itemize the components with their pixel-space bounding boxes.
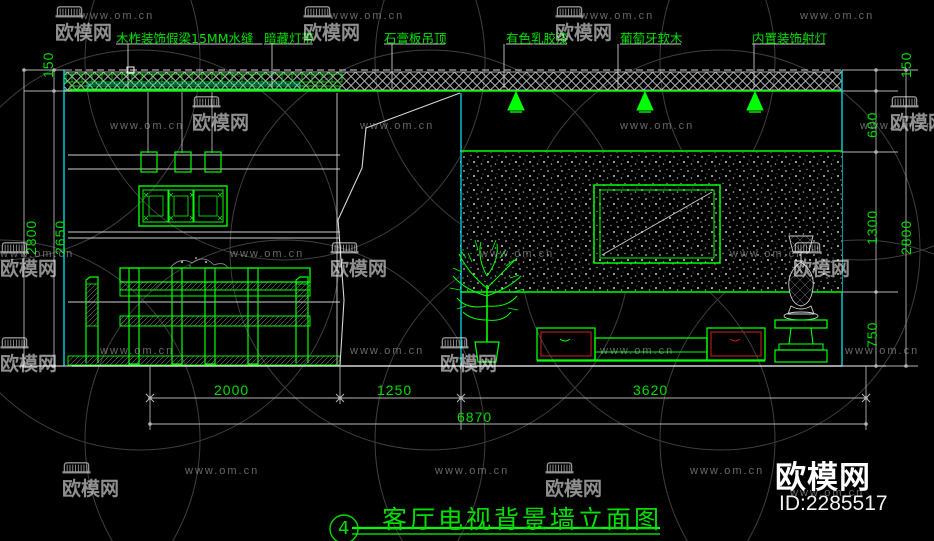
watermark-site-url: www.om.cn [230, 248, 305, 260]
dining-table [119, 257, 311, 365]
dim-bottom-1250: 1250 [377, 382, 413, 398]
dim-right-1300: 1300 [864, 209, 880, 245]
watermark-site-url: www.om.cn [435, 465, 510, 477]
watermark-site-url: www.om.cn [860, 120, 934, 132]
watermark-site-url: www.om.cn [730, 248, 805, 260]
note-portuguese-cork: 葡萄牙软木 [620, 31, 683, 46]
ceiling-spotlights [507, 90, 764, 113]
dim-bottom-6870: 6870 [457, 409, 493, 425]
watermark-site-url: www.om.cn [110, 120, 185, 132]
watermark-site-url: www.om.cn [350, 345, 425, 357]
watermark-id: ID:2285517 [779, 492, 888, 515]
watermark-site-url: www.om.cn [330, 10, 405, 22]
watermark-brand-text: 欧模网 [775, 460, 871, 496]
dim-right-2800: 2800 [898, 219, 914, 255]
watermark-brand-large: 欧模网 [775, 452, 871, 497]
ceiling-assembly [63, 69, 843, 92]
dim-bottom-3620: 3620 [633, 382, 669, 398]
watermark-site-url: www.om.cn [480, 248, 555, 260]
note-builtin-spotlight: 内置装饰射灯 [752, 31, 828, 46]
pendant-fixture-boxes [140, 151, 222, 173]
detail-number: 4 [338, 518, 350, 539]
watermark-site-url: www.om.cn [620, 120, 695, 132]
tv-background-wall [449, 93, 842, 366]
watermark-site-url: www.om.cn [360, 120, 435, 132]
dimension-lines [14, 68, 918, 430]
dim-bottom-2000: 2000 [214, 382, 250, 398]
watermark-site-url: www.om.cn [580, 10, 655, 22]
note-wood-beam: 木柞装饰假梁15MM水缝 [116, 31, 254, 46]
annotation-leader-lines [116, 43, 826, 88]
dim-right-150: 150 [898, 51, 914, 78]
title-underline-and-bubble [329, 514, 660, 541]
watermark-site-url: www.om.cn [600, 345, 675, 357]
tv-screen [593, 184, 721, 264]
note-colored-latex-paint: 有色乳胶漆 [506, 31, 569, 46]
decorative-panel-unit [138, 185, 228, 227]
dim-left-150: 150 [40, 51, 56, 78]
drawing-title: 客厅电视背景墙立面图 [382, 505, 663, 534]
note-gypsum-ceiling: 石膏板吊顶 [384, 31, 447, 46]
potted-plant [449, 239, 525, 363]
watermark-site-url: www.om.cn [80, 10, 155, 22]
dining-chairs [85, 276, 309, 363]
wall-break-polyline [337, 92, 461, 367]
wood-beam-ceiling-detail [65, 66, 343, 90]
left-dining-elevation [67, 92, 341, 366]
watermark-site-url: www.om.cn [790, 487, 865, 499]
watermark-site-url: www.om.cn [100, 345, 175, 357]
watermark-site-url: www.om.cn [845, 345, 920, 357]
tv-cabinet [536, 327, 766, 362]
watermark-site-url: www.om.cn [800, 10, 875, 22]
note-hidden-light: 暗藏灯带 [264, 31, 315, 46]
watermark-site-url: www.om.cn [185, 465, 260, 477]
watermark-site-url: www.om.cn [690, 465, 765, 477]
watermark-site-url: www.om.cn [0, 248, 75, 260]
